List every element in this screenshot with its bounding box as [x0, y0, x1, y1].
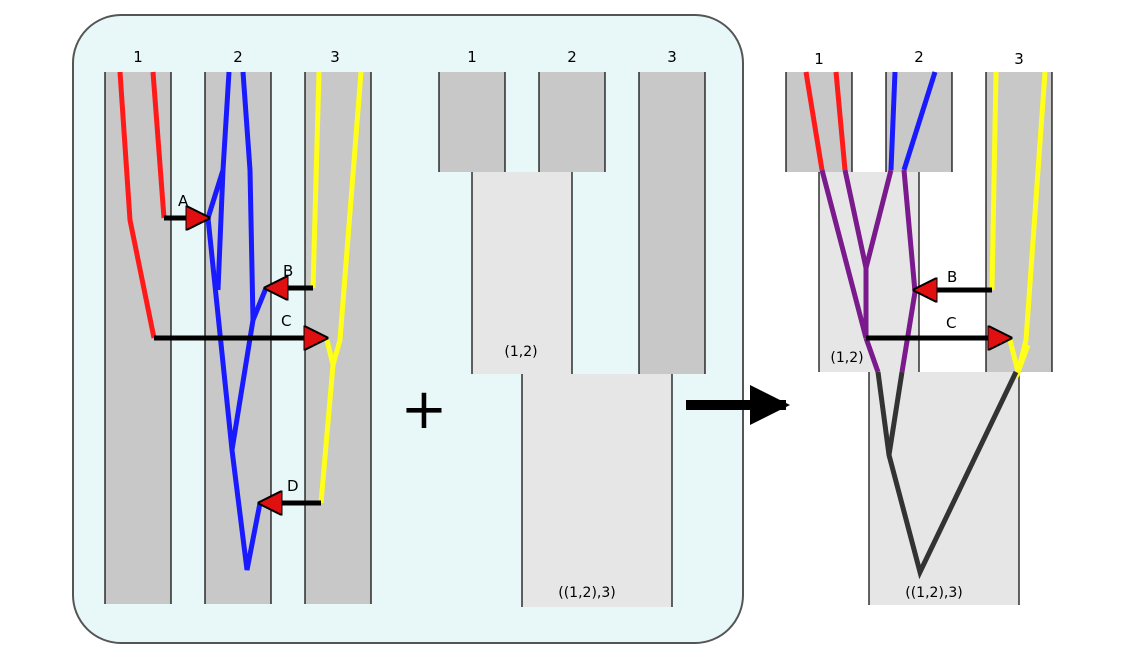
species-label-3: 3 — [667, 48, 677, 66]
result-merged-gene-a — [819, 169, 869, 339]
gene-tree-panel: 1 2 3 A B C D + — [72, 14, 744, 644]
result-pop1-gene-a — [803, 71, 825, 171]
population-label-2: 2 — [233, 48, 243, 66]
species-pop1-box — [439, 72, 505, 172]
result-pop2-gene-a — [888, 71, 898, 171]
population-label-3: 3 — [330, 48, 340, 66]
migration-label-a: A — [178, 192, 189, 210]
result-root-label: ((1,2),3) — [905, 585, 962, 601]
result-migration-label-c: C — [946, 314, 956, 332]
result-migration-label-b: B — [947, 268, 957, 286]
species-ancestor-12-label: (1,2) — [504, 344, 537, 360]
species-label-2: 2 — [567, 48, 577, 66]
result-pop3-gene-c — [1007, 339, 1031, 381]
pop2-gene-lineage-c — [215, 169, 226, 291]
result-label-1: 1 — [814, 50, 824, 68]
pop1-gene-lineage-b — [150, 71, 167, 219]
species-root-box — [522, 374, 672, 607]
species-root-label: ((1,2),3) — [558, 585, 615, 601]
migration-label-b: B — [283, 262, 293, 280]
species-ancestor-12-box — [472, 172, 572, 374]
pop2-gene-lineage-b — [229, 71, 256, 451]
result-label-2: 2 — [914, 48, 924, 66]
pop3-gene-lineage-b — [318, 71, 364, 504]
pop3-gene-lineage-a — [310, 71, 322, 289]
result-merged-gene-e — [863, 337, 881, 373]
result-ancestor-12-label: (1,2) — [830, 350, 863, 366]
pop2-gene-lineage-a — [205, 71, 263, 571]
result-label-3: 3 — [1014, 50, 1024, 68]
result-ancestral-gene-a — [875, 370, 1019, 580]
result-panel: 1 2 3 B C (1,2) ((1,2),3) — [785, 48, 1053, 605]
result-pop1-gene-b — [833, 71, 848, 171]
migration-label-c: C — [281, 312, 291, 330]
result-pop3-gene-a — [989, 71, 999, 291]
result-merged-gene-c — [863, 169, 894, 269]
population-label-1: 1 — [133, 48, 143, 66]
species-label-1: 1 — [467, 48, 477, 66]
result-pop2-gene-b — [901, 71, 938, 171]
migration-label-d: D — [287, 477, 299, 495]
species-tree: 1 2 3 (1,2) ((1,2),3) — [438, 48, 706, 607]
species-pop2-box — [539, 72, 605, 172]
species-pop3-box — [639, 72, 705, 374]
result-ancestral-gene-b — [886, 371, 905, 456]
pop1-gene-lineage-a — [117, 71, 157, 339]
plus-symbol: + — [401, 377, 448, 442]
